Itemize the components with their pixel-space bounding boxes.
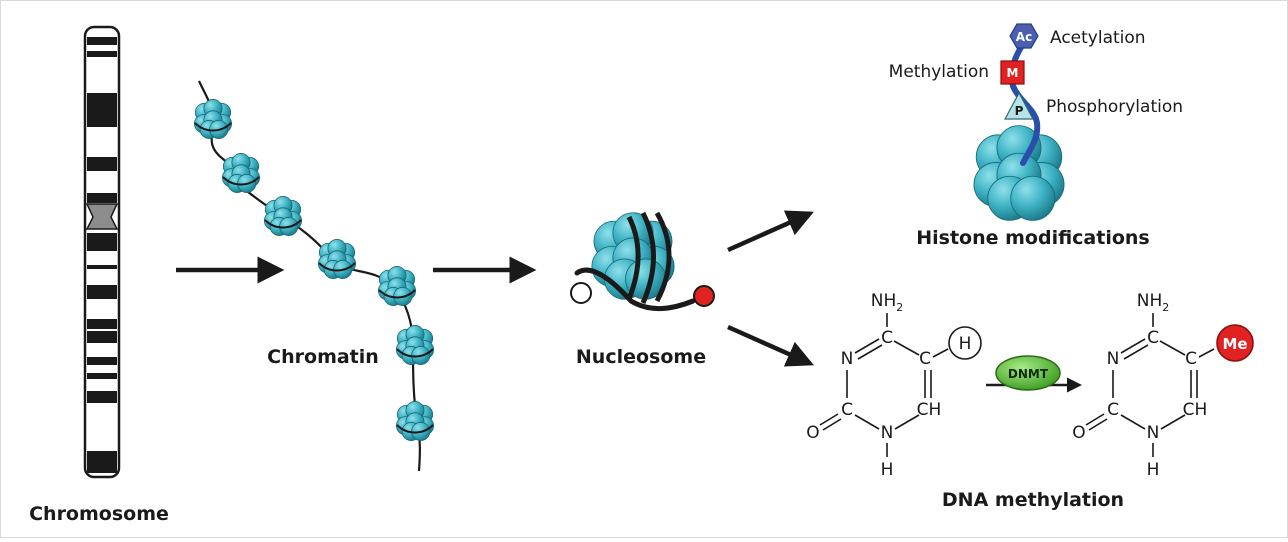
- chromosome-band: [87, 93, 117, 127]
- histone-bead: [317, 239, 357, 279]
- cytosine-oxygen: O: [806, 423, 819, 443]
- chromosome-label: Chromosome: [29, 503, 169, 525]
- dna-wrap-bottom: [574, 267, 696, 312]
- chromatin-label: Chromatin: [267, 346, 379, 368]
- chromosome-band: [87, 37, 117, 45]
- methylcytosine-c4: C: [1147, 328, 1159, 348]
- histone-bead: [263, 196, 303, 236]
- histone-bead: [395, 401, 435, 441]
- unmethylated-cytosine-dot: [570, 282, 592, 304]
- centromere: [85, 203, 119, 230]
- methylcytosine-c6: CH: [1183, 400, 1208, 420]
- methylcytosine-h1: H: [1147, 460, 1160, 480]
- chromosome-band: [87, 157, 117, 171]
- acetylation-symbol: Ac: [1016, 30, 1032, 44]
- cytosine-n3: N: [841, 349, 854, 369]
- histone-bead: [193, 99, 233, 139]
- acetylation-hexagon-icon: [1009, 23, 1039, 49]
- methylcytosine-amine: NH2: [1137, 291, 1170, 314]
- dna-methylation-label: DNA methylation: [942, 489, 1124, 511]
- methylated-cytosine-dot: [693, 285, 715, 307]
- chromatin: [193, 80, 435, 472]
- chromosome-band: [87, 391, 117, 403]
- methylation-square-icon: [1000, 60, 1025, 85]
- nucleosome-label: Nucleosome: [576, 346, 706, 368]
- phosphorylation-triangle-icon: [1003, 91, 1035, 120]
- histone-modifications-label: Histone modifications: [916, 227, 1150, 249]
- chromosome-band: [87, 331, 117, 343]
- dna-wrap-3: [654, 211, 672, 303]
- histone-bead: [221, 153, 261, 193]
- dnmt-enzyme-icon: [995, 355, 1061, 391]
- histone-bead: [973, 125, 1065, 221]
- cytosine-substituent: H: [959, 334, 972, 354]
- methyl-group-circle-icon: [1216, 324, 1254, 362]
- dna-wrap-2: [640, 211, 656, 305]
- chromatin-nucleosomes: [193, 99, 435, 441]
- cytosine-h1: H: [881, 460, 894, 480]
- arrow-to-dna-methylation: [727, 324, 814, 367]
- dna-fiber: [198, 80, 421, 472]
- methylcytosine-structure: NH2 C N C Me CH C O N H: [1072, 291, 1254, 480]
- chromosome-band: [87, 51, 117, 57]
- cytosine-c5: C: [919, 349, 931, 369]
- chromosome-band: [87, 319, 117, 329]
- hydrogen-circle-icon: [948, 326, 982, 360]
- cytosine-n1: N: [881, 423, 894, 443]
- methylcytosine-substituent: Me: [1222, 335, 1247, 353]
- dna-wrap-1: [626, 215, 641, 300]
- histone-octamer-modified: [973, 125, 1065, 221]
- chromosome: [83, 25, 121, 479]
- methylation-symbol: M: [1007, 66, 1019, 80]
- chromosome-band: [87, 193, 117, 203]
- cytosine-c6: CH: [917, 400, 942, 420]
- arrow-to-histone-modifications: [727, 210, 814, 253]
- histone-bead: [395, 325, 435, 365]
- methylcytosine-oxygen: O: [1072, 423, 1085, 443]
- methylation-label: Methylation: [889, 62, 989, 82]
- cytosine-c4: C: [881, 328, 893, 348]
- histone-bead: [377, 266, 417, 306]
- acetylation-label: Acetylation: [1050, 28, 1146, 48]
- methylcytosine-n3: N: [1107, 349, 1120, 369]
- chromosome-band: [87, 451, 117, 473]
- cytosine-c2: C: [841, 400, 853, 420]
- chromosome-band: [87, 357, 117, 365]
- chromosome-band: [87, 233, 117, 251]
- chromosome-band: [87, 285, 117, 299]
- dnmt-label: DNMT: [1008, 367, 1049, 381]
- phosphorylation-symbol: P: [1015, 104, 1024, 118]
- methylcytosine-c2: C: [1107, 400, 1119, 420]
- nucleosome: [570, 211, 715, 312]
- methylcytosine-n1: N: [1147, 423, 1160, 443]
- chromosome-band: [87, 265, 117, 269]
- methylcytosine-c5: C: [1185, 349, 1197, 369]
- histone-modifications: Ac Acetylation M Methylation P Phosphory…: [889, 23, 1183, 221]
- cytosine-structure: NH2 C N C H CH C O N H: [806, 291, 982, 480]
- cytosine-amine: NH2: [871, 291, 904, 314]
- chromosome-band: [87, 373, 117, 379]
- phosphorylation-label: Phosphorylation: [1046, 97, 1183, 117]
- chromosome-bands: [87, 37, 117, 473]
